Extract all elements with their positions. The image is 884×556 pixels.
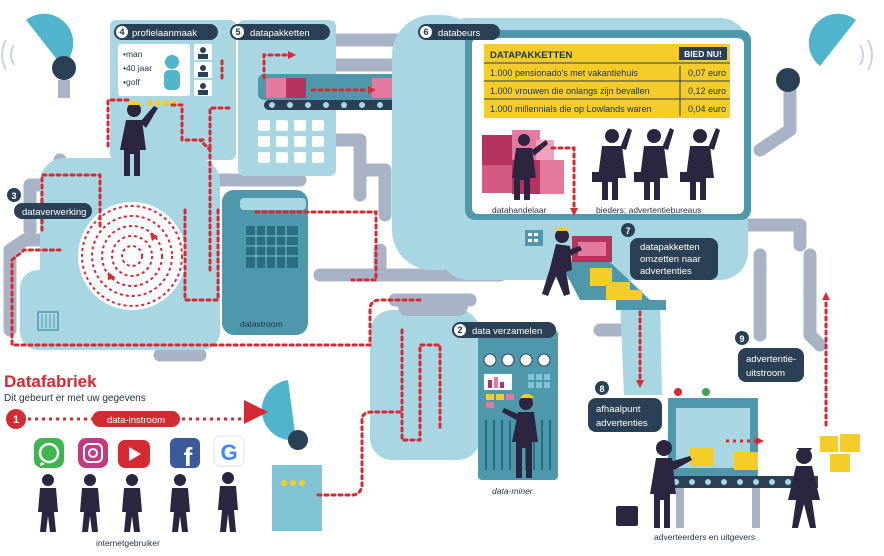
- right-dish-icon: [776, 13, 873, 92]
- step-2-number: 2: [457, 325, 462, 335]
- conversion-machine: [525, 226, 650, 306]
- profile-avatars: [194, 44, 212, 96]
- packages-panel: [238, 20, 438, 176]
- step-7-number: 7: [625, 226, 630, 236]
- spiral-disc: [78, 202, 186, 310]
- google-icon: G: [213, 435, 245, 467]
- step-5-number: 5: [235, 27, 240, 37]
- youtube-icon: [118, 440, 150, 468]
- step-8-number: 8: [599, 384, 604, 394]
- board-row-1-price: 0,07 euro: [688, 68, 726, 78]
- step-label-3: 3 dataverwerking: [7, 188, 92, 219]
- datastream-machine: datastroom: [222, 190, 308, 335]
- step-label-9: 9 advertentie- uitstroom: [735, 331, 804, 382]
- step-label-5: 5 datapakketten: [230, 24, 330, 40]
- step-7-line-3: advertenties: [640, 266, 692, 277]
- data-miner-figure: [502, 393, 538, 478]
- step-4-number: 4: [119, 27, 124, 37]
- profile-worker-figure: [120, 100, 158, 176]
- page-title: Datafabriek: [4, 372, 97, 391]
- internet-users: f G internetgebruiker: [34, 435, 245, 548]
- page-subtitle: Dit gebeurt er met uw gegevens: [4, 393, 146, 404]
- facebook-icon: f: [170, 438, 200, 472]
- svg-text:G: G: [220, 440, 237, 465]
- collector-machine: data-miner: [370, 296, 558, 496]
- step-2-label: data verzamelen: [472, 326, 542, 337]
- whatsapp-icon: [34, 438, 64, 468]
- board-row-1-item: 1.000 pensionado's met vakantiehuis: [490, 68, 638, 78]
- step-5-label: datapakketten: [250, 28, 310, 39]
- bid-now-badge: BIED NU!: [684, 49, 722, 59]
- step-7-line-2: omzetten naar: [640, 254, 701, 265]
- bidders-caption: bieders; advertentiebureaus: [596, 205, 701, 215]
- data-miner-caption: data-miner: [492, 486, 534, 496]
- internet-users-caption: internetgebruiker: [96, 538, 160, 548]
- datastroom-caption: datastroom: [240, 319, 283, 329]
- step-9-line-2: uitstroom: [746, 368, 785, 379]
- step-label-4: 4 profielaanmaak: [114, 24, 218, 40]
- instagram-icon: [78, 438, 108, 468]
- step-9-number: 9: [739, 334, 744, 344]
- svg-text:f: f: [184, 442, 193, 472]
- flow-arrowheads: [288, 51, 830, 445]
- pickup-point: adverteerders en uitgevers: [616, 300, 860, 542]
- board-row-2-price: 0,12 euro: [688, 86, 726, 96]
- profile-line-1: •man: [123, 49, 143, 59]
- advertisers-caption: adverteerders en uitgevers: [654, 532, 755, 542]
- step-6-number: 6: [423, 27, 428, 37]
- step-label-6: 6 databeurs: [418, 24, 500, 40]
- data-flow-path: [10, 53, 828, 497]
- board-row-3-item: 1.000 millennials die op Lowlands waren: [490, 104, 652, 114]
- step-3-label: dataverwerking: [22, 207, 86, 218]
- step-label-1: 1 data-instroom: [6, 409, 246, 429]
- data-trader-caption: datahandelaar: [492, 205, 547, 215]
- board-row-3-price: 0,04 euro: [688, 104, 726, 114]
- exchange-panel: DATAPAKKETTEN BIED NU! 1.000 pensionado'…: [392, 15, 751, 280]
- converter-figure: [542, 226, 582, 296]
- step-3-number: 3: [11, 191, 16, 201]
- processing-machine: [20, 158, 220, 350]
- step-1-label: data-instroom: [107, 415, 165, 426]
- profile-line-3: •golf: [123, 77, 140, 87]
- step-9-line-1: advertentie-: [746, 354, 796, 365]
- step-8-line-1: afhaalpunt: [596, 404, 641, 415]
- intake-dish-icon: [244, 380, 322, 531]
- step-7-line-1: datapakketten: [640, 242, 700, 253]
- board-row-2-item: 1.000 vrouwen die onlangs zijn bevallen: [490, 86, 650, 96]
- step-label-8: 8 afhaalpunt advertenties: [588, 381, 662, 432]
- step-8-line-2: advertenties: [596, 418, 648, 429]
- step-4-label: profielaanmaak: [132, 28, 197, 39]
- step-label-2: 2 data verzamelen: [452, 322, 556, 338]
- price-board: DATAPAKKETTEN BIED NU! 1.000 pensionado'…: [484, 44, 730, 118]
- data-trader-figure: [512, 134, 548, 200]
- publisher-figure: [788, 448, 820, 528]
- board-header: DATAPAKKETTEN: [490, 50, 572, 61]
- step-6-label: databeurs: [438, 28, 481, 39]
- left-dish-icon: [1, 13, 76, 98]
- advertiser-figure: [650, 440, 692, 528]
- bidder-figures: [592, 128, 720, 200]
- profile-line-2: •40 jaar: [123, 63, 152, 73]
- step-1-number: 1: [13, 414, 19, 426]
- step-label-7: 7 datapakketten omzetten naar advertenti…: [621, 223, 718, 280]
